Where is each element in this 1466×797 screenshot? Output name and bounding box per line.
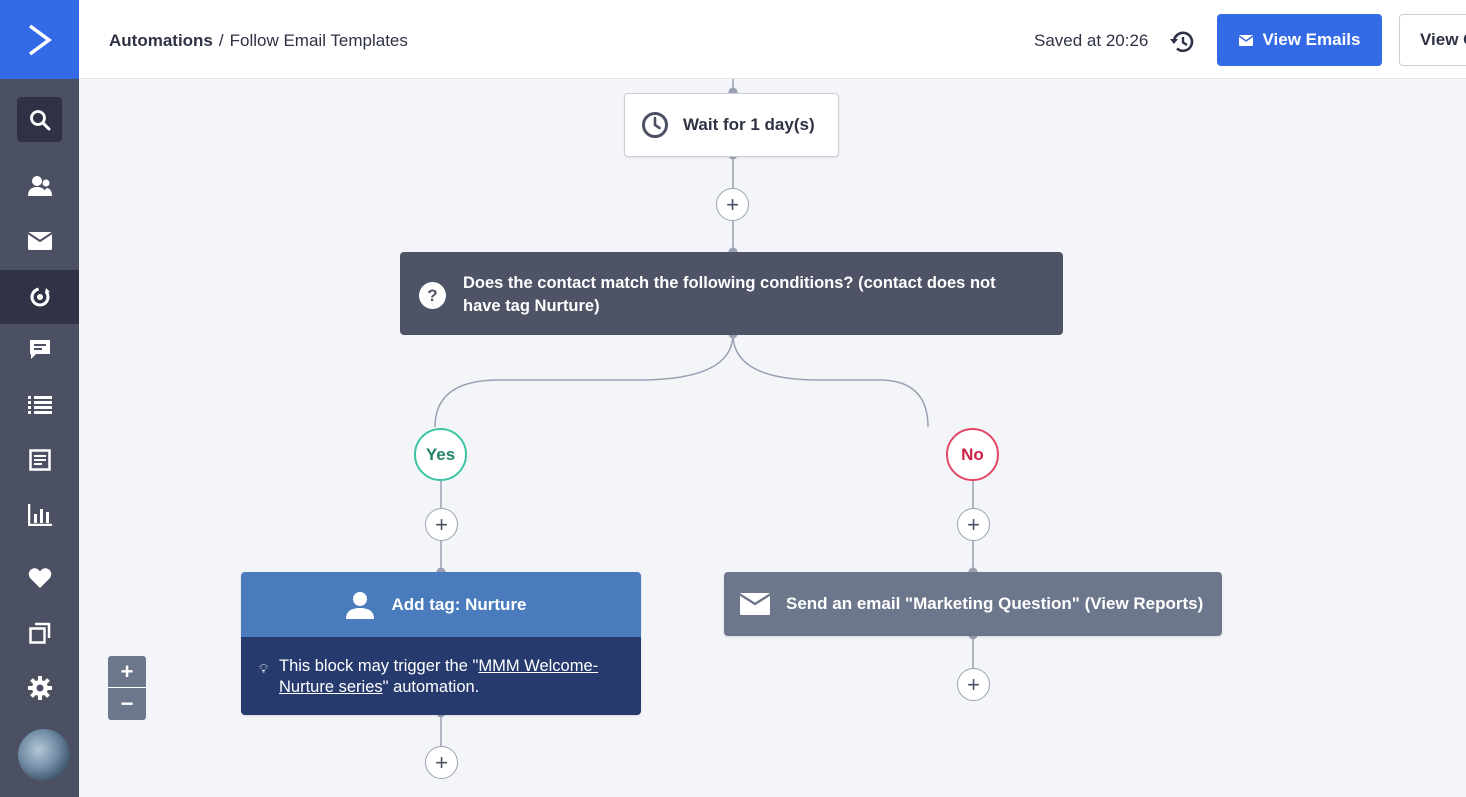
sidebar-item-settings[interactable]: [0, 661, 79, 715]
page-title: Follow Email Templates: [229, 31, 408, 50]
add-tag-step-header: Add tag: Nurture: [241, 572, 641, 637]
yes-branch-badge[interactable]: Yes: [414, 428, 467, 481]
add-step-button-after-email[interactable]: +: [957, 668, 990, 701]
send-email-step[interactable]: Send an email "Marketing Question" (View…: [724, 572, 1222, 636]
wait-step-label: Wait for 1 day(s): [683, 115, 815, 134]
search-button[interactable]: [17, 97, 62, 142]
condition-step-label: Does the contact match the following con…: [463, 274, 996, 315]
zoom-out-button[interactable]: −: [120, 691, 134, 716]
user-icon: [346, 591, 375, 619]
bar-chart-icon: [27, 504, 52, 526]
add-step-button-no[interactable]: +: [957, 508, 990, 541]
automation-icon: [30, 287, 50, 307]
sidebar-item-reports[interactable]: [0, 488, 79, 542]
add-tag-step[interactable]: Add tag: Nurture 💡︎ This block may trigg…: [241, 572, 641, 715]
add-tag-step-label: Add tag: Nurture: [391, 594, 527, 614]
trigger-automation-link[interactable]: MMM Welcome-Nurture series: [279, 657, 599, 696]
saved-status: Saved at 20:26: [1034, 31, 1149, 50]
sidebar-item-lists[interactable]: [0, 378, 79, 432]
heart-icon: [28, 568, 51, 588]
breadcrumb-automations-link[interactable]: Automations: [109, 31, 213, 50]
avatar[interactable]: [18, 729, 70, 781]
zoom-controls: + −: [108, 656, 146, 720]
sidebar-item-automations[interactable]: [0, 270, 79, 324]
wait-step[interactable]: Wait for 1 day(s): [624, 93, 839, 157]
add-step-button-yes[interactable]: +: [425, 508, 458, 541]
condition-step[interactable]: ? Does the contact match the following c…: [400, 252, 1063, 335]
search-icon: [29, 109, 50, 130]
sidebar-item-favorites[interactable]: [0, 551, 79, 605]
add-step-button[interactable]: +: [716, 188, 749, 221]
view-secondary-button[interactable]: View C: [1399, 14, 1466, 66]
add-step-button-after-tag[interactable]: +: [425, 746, 458, 779]
view-emails-button[interactable]: View Emails: [1217, 14, 1382, 66]
top-header: Automations / Follow Email Templates Saved…: [79, 0, 1466, 79]
history-icon[interactable]: [1169, 29, 1195, 55]
sidebar-item-conversations[interactable]: [0, 323, 79, 377]
sidebar-item-site[interactable]: [0, 433, 79, 487]
trigger-note: 💡︎ This block may trigger the "MMM Welco…: [241, 637, 641, 715]
activecampaign-logo-icon[interactable]: [0, 0, 79, 79]
view-emails-label: View Emails: [1262, 30, 1361, 49]
breadcrumb: Automations / Follow Email Templates: [109, 31, 408, 51]
contacts-icon: [27, 176, 52, 196]
question-icon: ?: [419, 282, 446, 309]
windows-icon: [28, 622, 50, 644]
zoom-in-button[interactable]: +: [108, 656, 146, 688]
lightbulb-icon: 💡︎: [259, 661, 269, 676]
sidebar-item-apps[interactable]: [0, 606, 79, 660]
trigger-note-suffix: " automation.: [382, 678, 480, 696]
envelope-icon: [27, 232, 52, 250]
trigger-note-prefix: This block may trigger the ": [279, 657, 479, 675]
sidebar: [0, 0, 79, 797]
send-email-step-label: Send an email "Marketing Question" (View…: [786, 594, 1204, 613]
sidebar-item-campaigns[interactable]: [0, 214, 79, 268]
breadcrumb-separator: /: [218, 31, 224, 50]
view-secondary-label: View C: [1420, 30, 1466, 49]
list-icon: [27, 396, 52, 414]
envelope-icon: [740, 593, 770, 615]
sidebar-item-contacts[interactable]: [0, 159, 79, 213]
clock-icon: [642, 112, 668, 138]
gear-icon: [27, 676, 52, 700]
automation-canvas[interactable]: Wait for 1 day(s) + ? Does the contact m…: [79, 79, 1466, 797]
no-branch-badge[interactable]: No: [946, 428, 999, 481]
envelope-icon: [1238, 34, 1253, 46]
document-icon: [28, 449, 51, 471]
chat-icon: [29, 340, 50, 359]
